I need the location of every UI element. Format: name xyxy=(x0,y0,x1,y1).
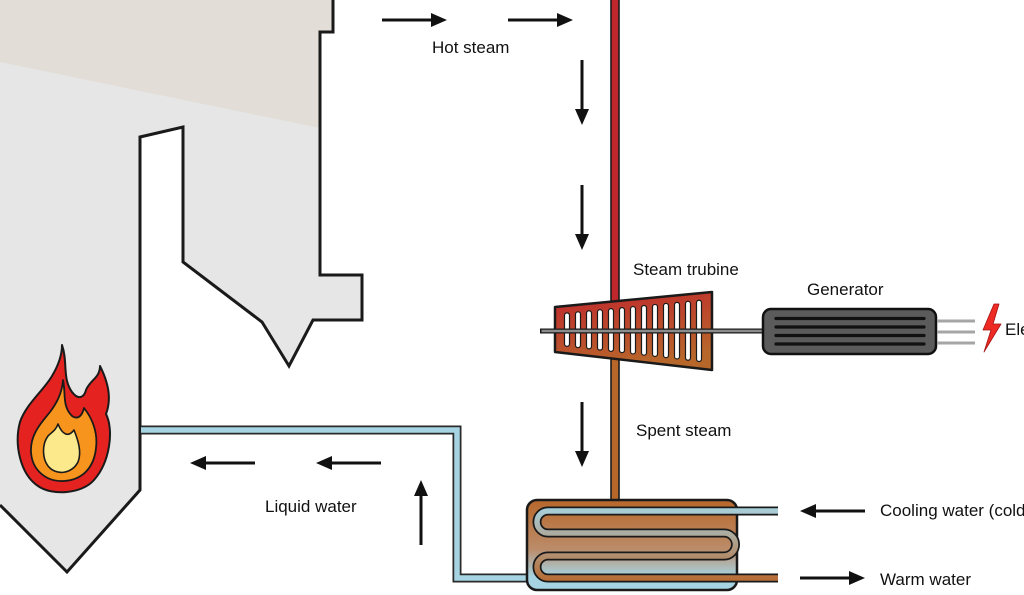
arrow-head xyxy=(800,504,816,518)
generator-label: Generator xyxy=(807,280,884,299)
spent-steam-pipe-fill xyxy=(611,356,619,501)
liquid-water-pipe-fill xyxy=(141,427,528,581)
hot-steam-down-arrow xyxy=(575,185,589,250)
arrow-head xyxy=(575,451,589,467)
turbine-blades xyxy=(563,299,703,363)
electrical-output-wires xyxy=(937,319,975,345)
spent-steam-down-arrow xyxy=(575,402,589,467)
spent-steam-pipe xyxy=(610,356,620,501)
hot-steam-arrow xyxy=(508,13,573,27)
arrow-head xyxy=(575,234,589,250)
liquid-water-pipe xyxy=(141,425,528,583)
cooling-water-label: Cooling water (cold xyxy=(880,501,1024,520)
spent-steam-label: Spent steam xyxy=(636,421,732,440)
arrow-head xyxy=(414,480,428,496)
hot-steam-label: Hot steam xyxy=(432,38,510,57)
condenser xyxy=(525,498,778,592)
generator-body xyxy=(761,307,938,356)
flame-inner xyxy=(42,423,81,474)
boiler-outline xyxy=(0,0,364,575)
arrow-head xyxy=(431,13,447,27)
warm-water-arrow xyxy=(800,571,865,585)
lightning-bolt-icon xyxy=(982,303,1002,353)
arrow-head xyxy=(575,109,589,125)
warm-water-label: Warm water xyxy=(880,570,971,589)
hot-steam-pipe-fill xyxy=(611,0,619,303)
generator xyxy=(761,307,938,356)
arrow-head xyxy=(849,571,865,585)
electricity-label: Ele xyxy=(1005,320,1024,339)
flame-icon xyxy=(16,344,111,494)
hot-steam-down-arrow xyxy=(575,60,589,125)
condenser-coil xyxy=(534,508,778,581)
liquid-water-left-arrow xyxy=(190,456,255,470)
arrow-head xyxy=(190,456,206,470)
liquid-water-left-arrow xyxy=(316,456,381,470)
cooling-water-arrow xyxy=(800,504,865,518)
boiler-upper-section xyxy=(0,0,333,128)
hot-steam-pipe xyxy=(610,0,620,303)
liquid-water-label: Liquid water xyxy=(265,497,357,516)
arrow-head xyxy=(557,13,573,27)
steam-turbine-label: Steam trubine xyxy=(633,260,739,279)
arrow-head xyxy=(316,456,332,470)
hot-steam-arrow xyxy=(382,13,447,27)
liquid-water-up-arrow xyxy=(414,480,428,545)
